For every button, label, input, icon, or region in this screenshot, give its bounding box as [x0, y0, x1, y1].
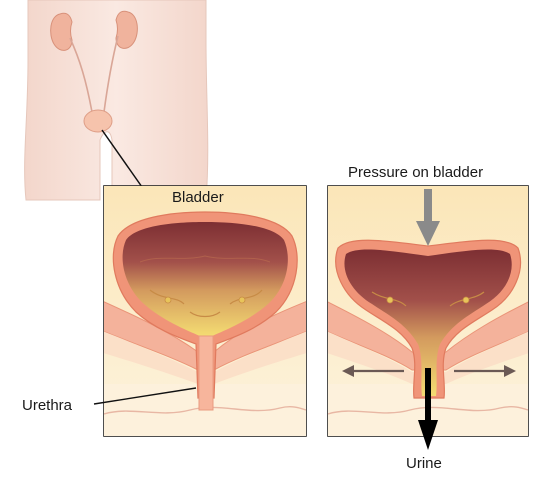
right-ureter: [103, 35, 119, 113]
leader-line: [101, 129, 143, 188]
bladder-label: Bladder: [172, 189, 224, 206]
urine-arrow: [418, 368, 438, 450]
urine-label: Urine: [406, 455, 442, 472]
urethra-tube: [198, 335, 214, 411]
body-outline: [24, 0, 209, 201]
left-kidney: [50, 12, 73, 51]
sideways-arrows: [342, 365, 516, 377]
urethra-label: Urethra: [22, 397, 73, 414]
relaxed-bladder-panel: [103, 185, 307, 437]
pressure-label: Pressure on bladder: [348, 164, 484, 181]
bladder-lining: [122, 222, 288, 336]
left-ureter: [69, 37, 93, 113]
pressure-arrow: [416, 189, 440, 246]
bladder-lining-compressed: [344, 249, 512, 396]
urethra-leader-line: [93, 387, 197, 405]
torso-figure: [24, 0, 209, 201]
right-kidney: [115, 10, 138, 49]
small-bladder: [83, 109, 113, 133]
